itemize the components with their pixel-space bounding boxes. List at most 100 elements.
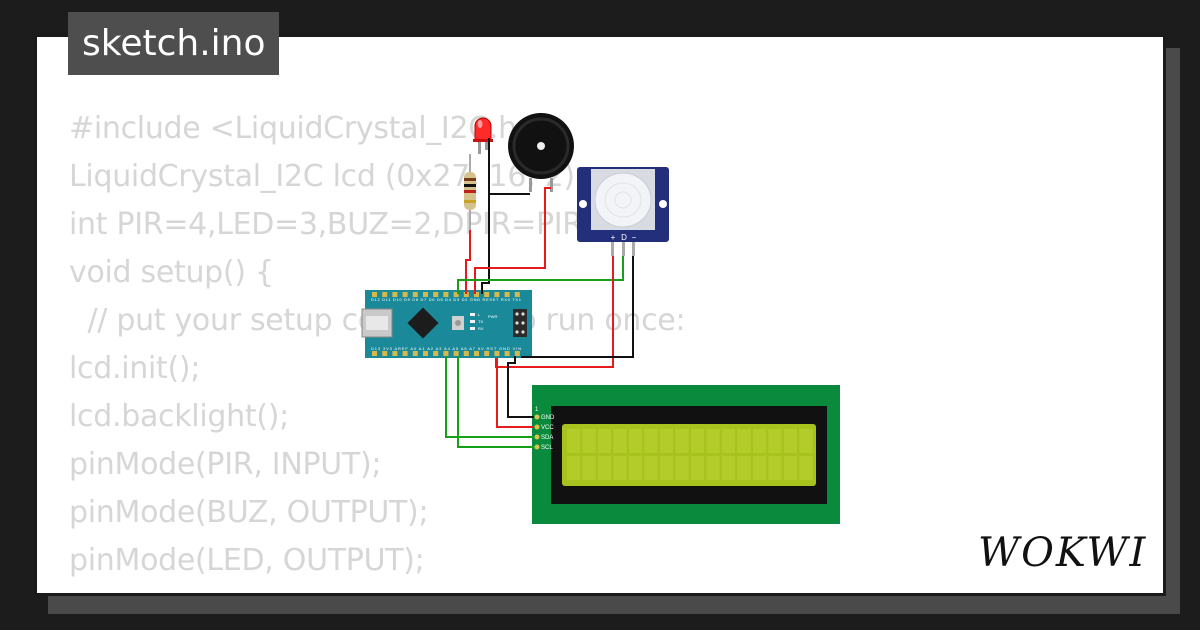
header-pin bbox=[484, 351, 490, 356]
pir-pin-label: D bbox=[621, 233, 627, 242]
wire-pir-d4 bbox=[457, 256, 624, 294]
lcd-character-cell bbox=[582, 456, 596, 480]
lcd-character-cell bbox=[799, 429, 813, 453]
header-pin bbox=[504, 351, 510, 356]
code-line: pinMode(PIR, INPUT); bbox=[69, 447, 382, 482]
lcd-pin-label: GND bbox=[541, 415, 555, 421]
buzzer[interactable] bbox=[508, 113, 574, 192]
header-pin bbox=[392, 292, 398, 297]
wire-pir-gnd bbox=[521, 256, 634, 358]
lcd-character-grid bbox=[567, 429, 813, 480]
header-pin bbox=[474, 351, 479, 356]
code-line: lcd.init(); bbox=[69, 351, 201, 386]
lcd-pin-label: SCL bbox=[541, 445, 553, 451]
wire-lcd-sda bbox=[445, 356, 534, 438]
pir-pin-label: + bbox=[611, 233, 616, 242]
wire-lcd-scl bbox=[457, 356, 534, 448]
lcd-pin-label: VCC bbox=[541, 425, 554, 431]
header-pin bbox=[433, 292, 439, 297]
lcd-character-cell bbox=[675, 456, 689, 480]
lcd-character-cell bbox=[675, 429, 689, 453]
lcd-character-cell bbox=[799, 456, 813, 480]
lcd-character-cell bbox=[567, 456, 580, 480]
lcd-character-cell bbox=[706, 429, 720, 453]
preview-card: #include <LiquidCrystal_I2C.h> LiquidCry… bbox=[34, 34, 1166, 596]
lcd-character-cell bbox=[629, 429, 642, 453]
arduino-top-pin-labels: D12 D11 D10 D9 D8 D7 D6 D5 D4 D3 D2 GND … bbox=[371, 297, 522, 302]
lcd-character-cell bbox=[613, 456, 627, 480]
brand-name: WOKWI bbox=[978, 530, 1147, 576]
lcd-character-cell bbox=[753, 429, 766, 453]
header-pin bbox=[402, 292, 408, 297]
lcd-character-cell bbox=[567, 429, 580, 453]
header-pin bbox=[443, 351, 449, 356]
lcd-character-cell bbox=[613, 429, 627, 453]
header-pin bbox=[382, 292, 388, 297]
file-tab[interactable]: sketch.ino bbox=[68, 12, 280, 75]
lcd-character-cell bbox=[784, 429, 797, 453]
header-pin bbox=[453, 292, 459, 297]
wires bbox=[445, 138, 634, 448]
wire-led-d3 bbox=[465, 230, 471, 294]
code-line: lcd.backlight(); bbox=[69, 399, 289, 434]
wire-buzzer-d2 bbox=[474, 187, 551, 294]
lcd-character-cell bbox=[660, 456, 673, 480]
lcd-character-cell bbox=[691, 429, 704, 453]
pir-sensor[interactable]: + D − bbox=[577, 167, 669, 256]
header-pin bbox=[453, 351, 459, 356]
resistor[interactable] bbox=[464, 154, 476, 230]
header-pin bbox=[423, 292, 428, 297]
header-pin bbox=[474, 292, 479, 297]
lcd-character-cell bbox=[768, 429, 782, 453]
header-pin bbox=[504, 292, 510, 297]
header-pin bbox=[484, 292, 490, 297]
code-line: pinMode(LED, OUTPUT); bbox=[69, 543, 425, 578]
arduino-pwr-label: PWR bbox=[488, 314, 497, 319]
arduino-top-header bbox=[372, 292, 520, 297]
wire-lcd-vcc bbox=[496, 358, 534, 428]
lcd-character-cell bbox=[644, 429, 658, 453]
header-pin bbox=[494, 351, 500, 356]
arduino-led-label: L bbox=[478, 312, 481, 317]
lcd-character-cell bbox=[753, 456, 766, 480]
code-line: pinMode(BUZ, OUTPUT); bbox=[69, 495, 429, 530]
wire-lcd-gnd bbox=[507, 356, 534, 418]
code-line: } bbox=[69, 585, 685, 593]
header-pin bbox=[514, 351, 520, 356]
arduino-bottom-pin-labels: D13 3V3 AREF A0 A1 A2 A3 A4 A5 A6 A7 5V … bbox=[371, 346, 521, 351]
lcd-pin-label: SDA bbox=[541, 435, 553, 441]
lcd-character-cell bbox=[644, 456, 658, 480]
arduino-led-label: RX bbox=[478, 326, 484, 331]
lcd-character-cell bbox=[598, 456, 611, 480]
header-pin bbox=[372, 292, 377, 297]
lcd-character-cell bbox=[768, 456, 782, 480]
lcd-character-cell bbox=[722, 429, 735, 453]
header-pin bbox=[514, 292, 520, 297]
wokwi-logo: WOKWI bbox=[978, 530, 1147, 576]
lcd-character-cell bbox=[784, 456, 797, 480]
header-pin bbox=[423, 351, 428, 356]
header-pin bbox=[372, 351, 377, 356]
wire-buzzer-gnd-down bbox=[481, 194, 490, 294]
lcd-display[interactable]: 1 GND VCC SDA SCL bbox=[532, 385, 840, 524]
header-pin bbox=[463, 292, 469, 297]
header-pin bbox=[494, 292, 500, 297]
lcd-character-cell bbox=[691, 456, 704, 480]
arduino-nano[interactable]: L TX RX PWR D12 D11 D10 D9 D8 D7 D6 D5 D… bbox=[361, 290, 532, 358]
header-pin bbox=[463, 351, 469, 356]
code-line: int PIR=4,LED=3,BUZ=2,DPIR=PIR; bbox=[69, 207, 593, 242]
header-pin bbox=[402, 351, 408, 356]
lcd-character-cell bbox=[660, 429, 673, 453]
pir-pin-label: − bbox=[632, 233, 637, 242]
led[interactable] bbox=[473, 117, 493, 154]
arduino-led-label: TX bbox=[478, 319, 483, 324]
lcd-character-cell bbox=[629, 456, 642, 480]
code-line: void setup() { bbox=[69, 255, 274, 290]
header-pin bbox=[412, 292, 418, 297]
lcd-character-cell bbox=[582, 429, 596, 453]
code-preview: #include <LiquidCrystal_I2C.h> LiquidCry… bbox=[69, 105, 686, 593]
header-pin bbox=[412, 351, 418, 356]
lcd-character-cell bbox=[737, 456, 751, 480]
header-pin bbox=[382, 351, 388, 356]
